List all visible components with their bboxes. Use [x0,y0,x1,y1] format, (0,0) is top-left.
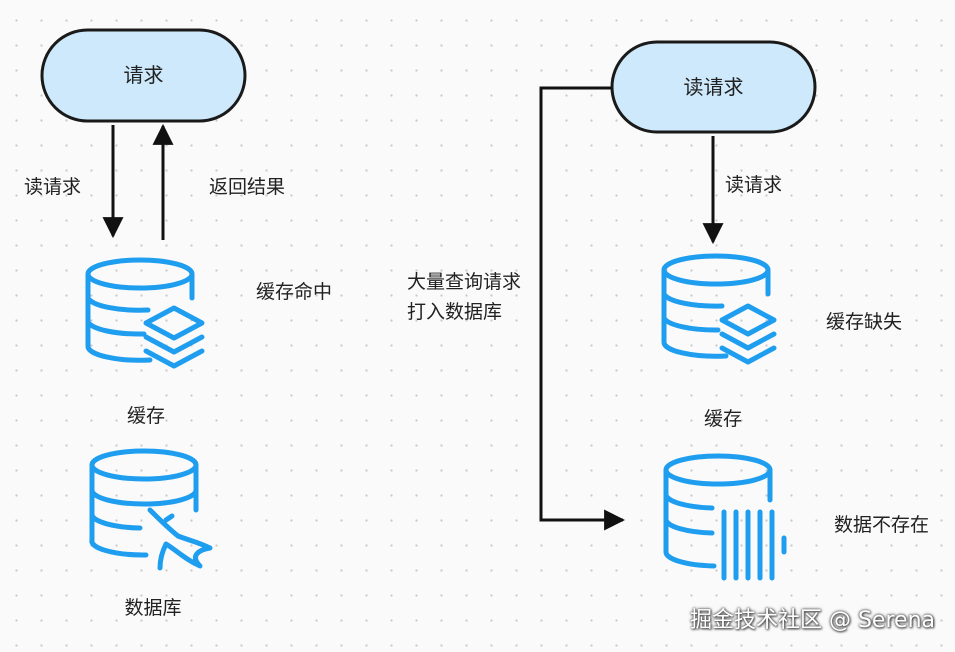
watermark: 掘金技术社区 @ Serena [689,608,935,633]
database-mysql-icon [89,448,213,571]
right-read-request-label: 读请求 [725,174,783,196]
left-read-request-label: 读请求 [24,176,82,198]
return-result-label: 返回结果 [209,176,286,198]
left-cache-label: 缓存 [126,405,166,427]
right-cache-label: 缓存 [703,408,743,430]
database-label: 数据库 [124,597,182,619]
database-barcode-icon [663,453,787,581]
cache-miss-icon [661,253,777,365]
cache-hit-label: 缓存命中 [256,281,333,303]
bypass-arrow [539,86,626,531]
bypass-label-line1: 大量查询请求 [407,271,522,293]
bypass-label-line2: 打入数据库 [407,301,503,323]
database-stack-icon [85,257,205,369]
data-not-exist-label: 数据不存在 [834,514,930,536]
left-request-node [40,28,247,123]
cache-miss-label: 缓存缺失 [826,311,903,333]
left-request-node-label: 请求 [123,63,164,87]
right-request-node-label: 读请求 [683,75,744,99]
